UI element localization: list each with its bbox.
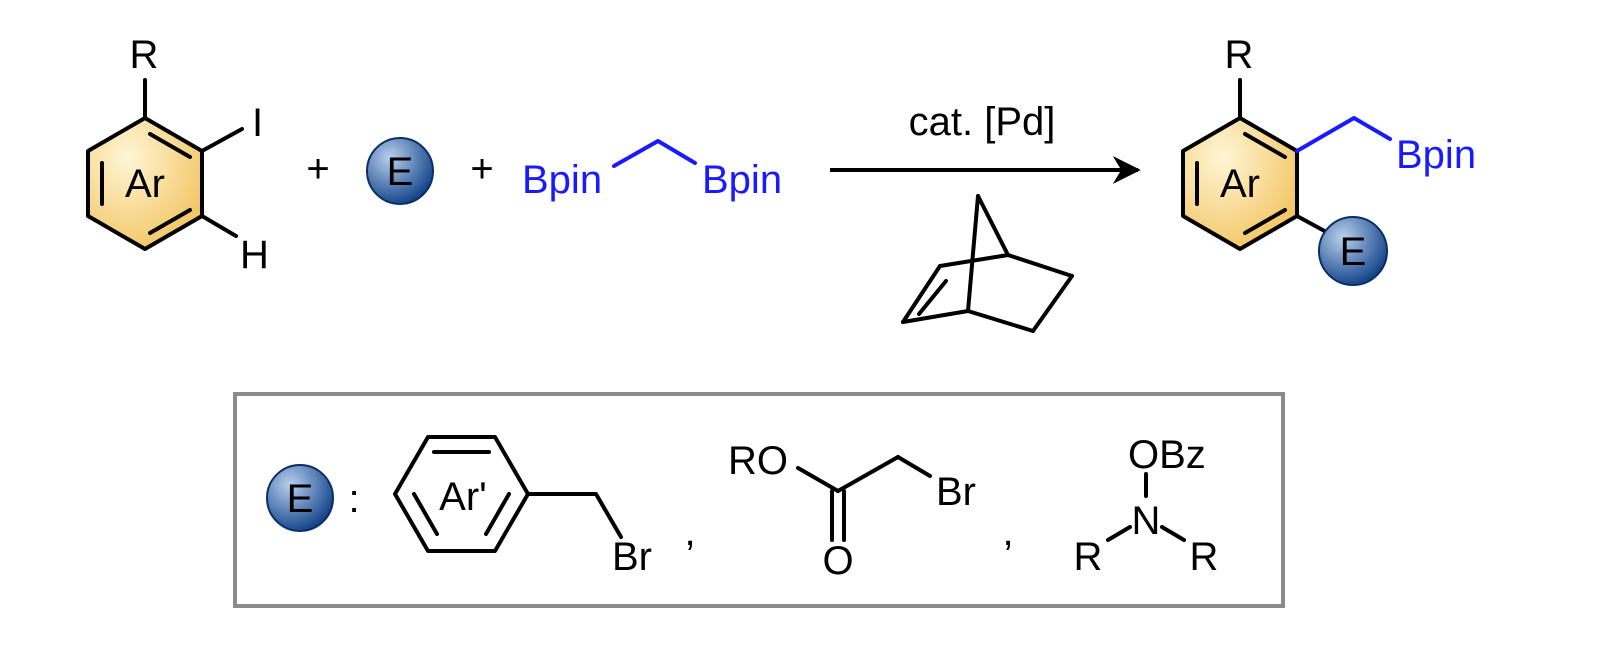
reactant-inner-bond [148,208,192,235]
electrophile-ball: E [366,137,434,205]
hydroxylamine-structure: OBz N R R [1074,433,1219,579]
amine-obz-label: OBz [1128,433,1206,477]
conditions-label: cat. [Pd] [909,100,1056,144]
reactant-iodide-label: I [252,101,263,145]
legend-comma: , [1002,510,1013,554]
plus-sign: + [470,147,493,191]
ar-prime-ring [393,435,530,553]
product-electrophile-label: E [1340,230,1367,274]
norbornene-structure [901,194,1074,333]
legend-comma: , [684,510,695,554]
amine-r-right-label: R [1190,535,1219,579]
legend-frame [233,392,1285,608]
ester-br-label: Br [936,470,976,514]
amine-n-label: N [1132,499,1161,543]
diboryl-left-label: Bpin [522,158,602,202]
electrophile-legend: E : Ar' Br , RO Br O , OBz [233,392,1285,608]
product-ring-label: Ar [1220,162,1260,206]
product-electrophile-ball [1318,216,1388,286]
reactant-r-label: R [130,33,159,77]
reactant-hydrogen-label: H [240,233,269,277]
product-ch2-bpin-bond [1295,116,1392,153]
product: Ar R Bpin E [1181,33,1476,286]
bromoacetate-structure: RO Br O [728,439,976,583]
electrophile-ball-shape [366,137,434,205]
legend-electrophile-label: E [287,477,314,521]
reactant-i-bond [200,127,244,153]
reactant-inner-bond [148,132,192,159]
ar-prime-label: Ar' [439,475,487,519]
amine-r-left-label: R [1074,535,1103,579]
diboryl-right-label: Bpin [702,158,782,202]
benzyl-bromide-structure: Ar' Br [393,435,652,579]
reactant-h-bond [200,214,238,238]
product-bpin-label: Bpin [1396,133,1476,177]
ester-ro-label: RO [728,439,788,483]
diboryl-bonds [612,139,697,168]
product-r-label: R [1225,33,1254,77]
bis-boryl-methane: Bpin Bpin [522,139,782,202]
legend-electrophile-ball [266,464,334,532]
reactant-aryl-iodide: Ar R I H [86,33,269,277]
electrophile-ball-label: E [387,150,414,194]
legend-colon: : [348,477,359,521]
reaction-arrow: cat. [Pd] [830,100,1141,184]
ester-o-label: O [822,539,853,583]
plus-sign: + [306,147,329,191]
benzyl-br-label: Br [612,535,652,579]
reactant-ring-label: Ar [125,162,165,206]
